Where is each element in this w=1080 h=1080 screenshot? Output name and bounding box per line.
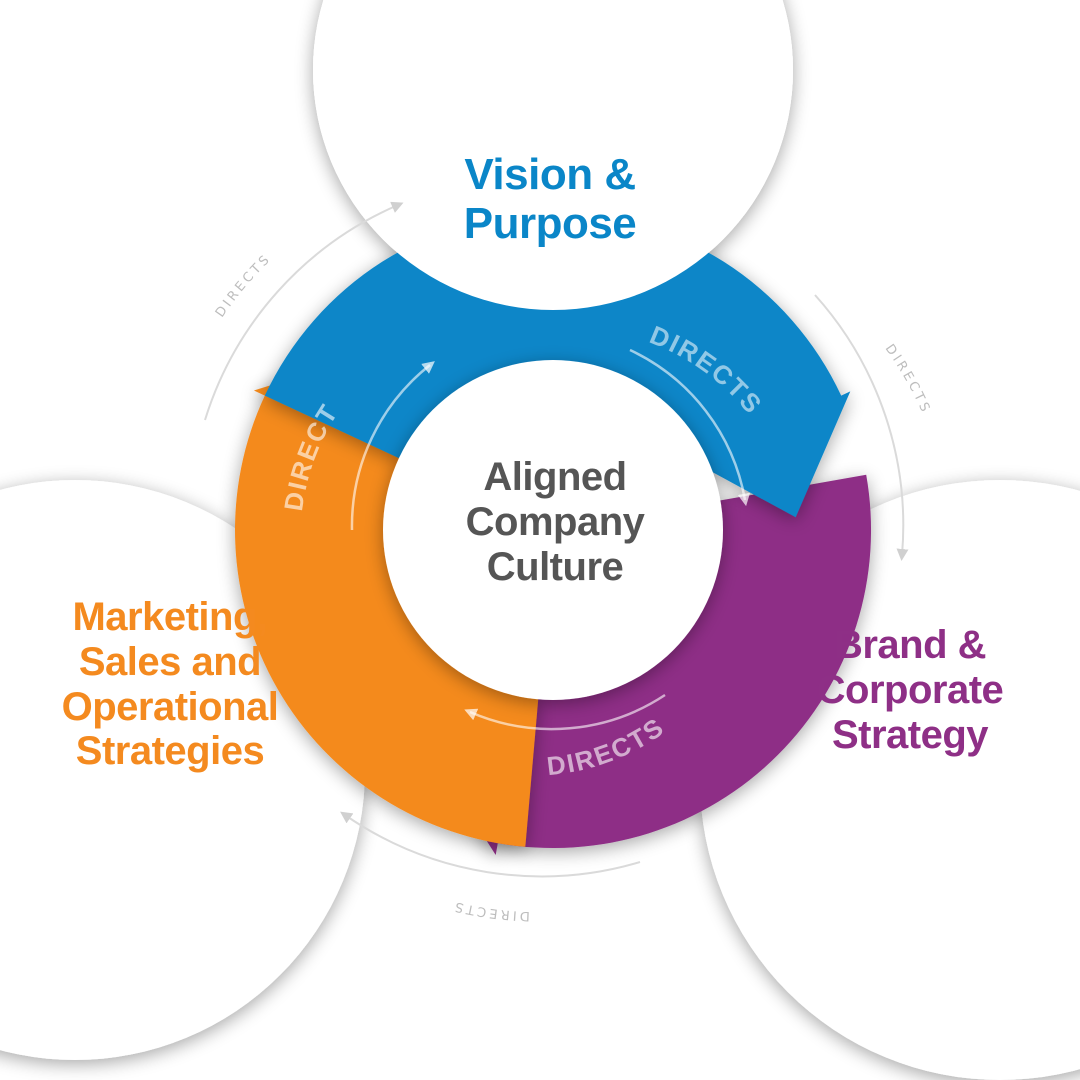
purple-inner-arrow (464, 693, 666, 731)
brand-line-2: Corporate (816, 667, 1004, 712)
outer-arrow-top-left (204, 201, 404, 421)
outer-arrow-top-left-label: DIRECTS (213, 251, 275, 320)
outer-arrow-right (814, 294, 909, 561)
center-line-2: Company (465, 499, 645, 544)
blue-arrow (264, 212, 851, 518)
center-line-3: Culture (486, 544, 624, 589)
brand-line-1: Brand & (833, 623, 987, 667)
center-line-1: Aligned (483, 455, 627, 499)
vision-line-1: Vision & (464, 150, 636, 199)
brand-strategy-label: Brand & Corporate Strategy (770, 623, 1050, 757)
vision-circle-overlay (313, 0, 793, 310)
marketing-line-3: Operational (61, 684, 279, 729)
marketing-strategies-label: Marketing, Sales and Operational Strateg… (20, 595, 320, 774)
vision-purpose-label: Vision & Purpose (380, 150, 720, 249)
marketing-line-4: Strategies (75, 729, 265, 774)
blue-inner-arrow (629, 348, 751, 507)
center-hub (383, 360, 723, 700)
aligned-culture-label: Aligned Company Culture (420, 455, 690, 589)
vision-line-2: Purpose (463, 199, 637, 249)
orange-arrow (234, 346, 539, 847)
marketing-line-1: Marketing, (72, 595, 268, 639)
orange-inner-arrow (350, 361, 435, 531)
outer-arrow-bottom (340, 811, 641, 878)
outer-arrow-bottom-label: DIRECTS (451, 898, 530, 923)
brand-line-3: Strategy (831, 712, 989, 757)
marketing-line-2: Sales and (78, 639, 262, 684)
outer-arrow-right-label: DIRECTS (882, 342, 934, 417)
